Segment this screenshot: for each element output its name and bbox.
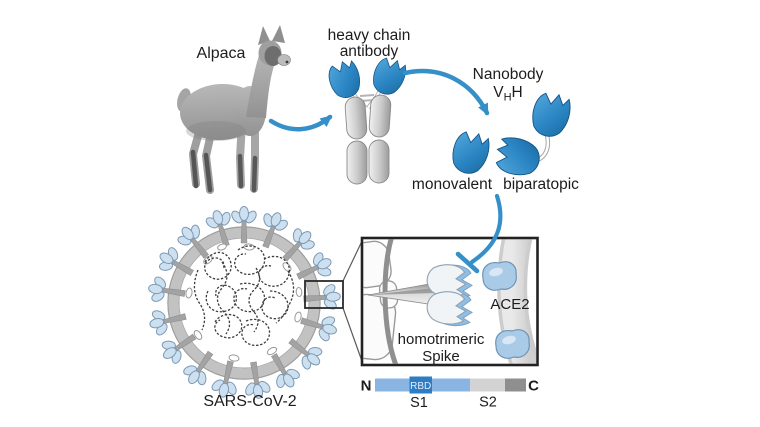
spike-label-line1: homotrimeric (398, 331, 485, 348)
antibody-ch3-right (368, 139, 390, 184)
c-terminal-segment (505, 378, 526, 392)
inset-panel: ACE2 homotrimeric Spike (360, 236, 539, 367)
inset-viral-membrane (363, 239, 399, 364)
rbd-label: RBD (410, 381, 431, 392)
inset-spike-protein (367, 264, 473, 327)
rbd-segment (409, 376, 432, 394)
antibody-ch3-left (346, 140, 368, 185)
inhibition-arrow (455, 193, 503, 274)
zoom-rectangle (304, 280, 344, 309)
heavy-chain-label-line2: antibody (340, 43, 399, 60)
n-terminus-label: N (361, 378, 372, 395)
sars-cov-2-virus-illustration (145, 206, 342, 402)
virus-label: SARS-CoV-2 (203, 393, 296, 410)
vhh-label: VHH (493, 84, 523, 104)
alpaca-ear (258, 26, 270, 45)
monovalent-label: monovalent (412, 176, 493, 193)
alpaca-neck (246, 49, 278, 118)
arrow-antibody-to-nanobody (402, 68, 490, 116)
ace2-receptor-lower (495, 329, 530, 359)
alpaca-label: Alpaca (197, 45, 246, 62)
zoom-connector-bottom (342, 307, 364, 365)
virus-rna-coils (193, 245, 295, 346)
s1-label: S1 (410, 395, 428, 411)
heavy-chain-antibody-illustration (324, 54, 410, 185)
antibody-ch2-left (344, 96, 368, 140)
s2-label: S2 (479, 395, 497, 411)
zoom-connector-top (342, 238, 364, 282)
ace2-receptor-upper (482, 261, 517, 291)
alpaca-illustration (177, 25, 291, 194)
nanobody-label: Nanobody (473, 66, 544, 83)
ace2-label: ACE2 (490, 296, 529, 313)
antibody-vhh-right (368, 54, 410, 99)
monovalent-nanobody-illustration (448, 128, 493, 178)
heavy-chain-label-line1: heavy chain (328, 27, 411, 44)
spike-label-line2: Spike (422, 348, 460, 365)
inset-border (360, 236, 539, 367)
c-terminus-label: C (528, 378, 539, 395)
antibody-ch2-right (368, 94, 392, 138)
s2-segment (470, 378, 505, 392)
antibody-vhh-left (324, 57, 366, 102)
biparatopic-label: biparatopic (503, 176, 579, 193)
spike-domain-bar: N RBD C S1 S2 (361, 376, 539, 411)
inhibition-tbar (455, 251, 480, 274)
alpaca-muzzle (277, 54, 291, 66)
arrow-alpaca-to-antibody (268, 114, 333, 132)
biparatopic-nanobody-illustration (493, 89, 574, 179)
